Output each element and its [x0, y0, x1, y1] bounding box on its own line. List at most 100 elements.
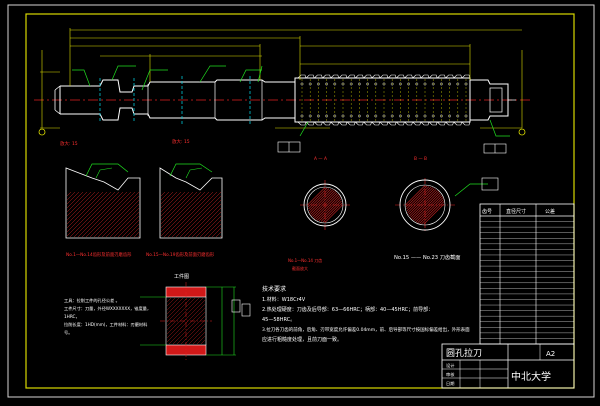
tooth-top	[338, 74, 348, 79]
section-hatch	[407, 187, 434, 214]
drawing-title: 圆孔拉刀	[446, 347, 482, 359]
section-hatch	[409, 189, 437, 217]
dimension-lines	[40, 28, 522, 129]
hatch-line	[172, 311, 206, 345]
section-hatch	[320, 200, 342, 222]
chip-groove	[349, 82, 353, 86]
chip-groove	[448, 114, 451, 118]
chip-groove	[333, 82, 337, 86]
tooth-bottom	[428, 121, 438, 126]
hatch-line	[66, 191, 96, 221]
tooth-top	[346, 74, 356, 79]
chip-groove	[374, 82, 378, 86]
tooth-top	[314, 74, 323, 79]
section-hatch	[423, 203, 445, 225]
teeth-group	[297, 74, 471, 126]
tooth-top	[453, 74, 463, 79]
tooth-bottom	[363, 121, 372, 126]
hatch-line	[66, 191, 112, 237]
hatch-line	[97, 195, 140, 238]
title-row-label: 审核	[446, 371, 455, 378]
tooth-bottom	[461, 121, 471, 126]
tooth-bottom	[453, 121, 463, 126]
tooth-top	[445, 74, 454, 79]
chip-groove	[415, 82, 419, 86]
hatch-line	[73, 191, 120, 238]
hatch-line	[66, 191, 84, 209]
chip-groove	[374, 114, 378, 118]
table-header-tol: 公差	[545, 208, 555, 215]
chip-groove	[366, 114, 369, 118]
tooth-bottom	[338, 121, 348, 126]
chip-groove	[325, 82, 328, 86]
sheet-size: A2	[546, 350, 555, 358]
hatch-line	[113, 211, 140, 238]
section-note-2: No.15 —— No.23 刀齿截面	[394, 253, 461, 261]
tech-title: 技术要求	[262, 285, 286, 293]
tooth-top	[396, 74, 405, 79]
hatch-line	[101, 199, 140, 238]
hatch-line	[166, 297, 184, 315]
section-b-b: B — B No.15 —— No.23 刀齿截面	[394, 156, 499, 261]
hatch-line	[117, 215, 140, 238]
hatch-line	[215, 231, 222, 238]
scale-label: 放大: 15	[60, 140, 78, 147]
chip-groove	[382, 114, 386, 118]
section-hatch	[411, 191, 440, 220]
workpiece-label: 工件图	[174, 273, 189, 280]
hatch-line	[109, 207, 140, 238]
hatch-line	[160, 191, 170, 201]
chip-groove	[357, 82, 361, 86]
section-hatch	[316, 196, 341, 221]
tooth-bottom	[437, 121, 446, 126]
inner-border	[25, 13, 575, 389]
leader-lines	[72, 65, 510, 137]
tooth-top	[461, 74, 471, 79]
section-note-1: No.1—No.14 刀齿	[288, 257, 322, 263]
section-b-label: B — B	[414, 156, 427, 162]
chip-groove	[456, 114, 460, 118]
tooth-detail-right: No.15—No.19齿形及前面刃磨齿形	[146, 163, 223, 258]
tooth-top	[363, 74, 372, 79]
tech-line: 1.材料：W18Cr4V	[262, 296, 306, 303]
broach-main-view: 放大: 15 放大: 15	[34, 28, 530, 154]
section-hatch	[318, 198, 342, 222]
chip-groove	[316, 82, 320, 86]
tooth-top	[428, 74, 438, 79]
detail-label-2: No.15—No.19齿形及前面刃磨齿形	[146, 251, 215, 258]
chip-groove	[439, 82, 443, 86]
tooth-bottom	[396, 121, 405, 126]
tooth-bottom	[387, 121, 397, 126]
hatch-line	[160, 191, 194, 225]
section-hatch	[417, 197, 444, 224]
hatch-line	[66, 191, 80, 205]
section-hatch	[412, 192, 441, 221]
hatch-line	[133, 231, 140, 238]
chip-groove	[431, 82, 435, 86]
hatch-line	[66, 191, 108, 233]
hatch-line	[192, 331, 206, 345]
hatch-line	[160, 191, 206, 237]
req-line: 1HRC，	[64, 314, 80, 320]
hatch-line	[183, 199, 222, 238]
tooth-top	[412, 74, 422, 79]
hatch-line	[195, 211, 222, 238]
hatch-line	[166, 297, 176, 307]
section-hatch	[311, 191, 337, 217]
hatch-line	[66, 191, 92, 217]
section-hatch	[308, 188, 330, 210]
hatch-line	[166, 297, 192, 323]
hatch-line	[211, 227, 222, 238]
hatch-line	[89, 191, 136, 238]
chip-groove	[341, 114, 345, 118]
outer-border	[7, 4, 595, 398]
technical-requirements: 技术要求 1.材料：W18Cr4V 2.热处理硬度：刀齿及后导部：63—66HR…	[262, 285, 470, 343]
section-hatch	[313, 193, 339, 219]
section-hatch	[310, 190, 335, 215]
chip-groove	[390, 82, 394, 86]
tooth-bottom	[420, 121, 430, 126]
tech-line: 3.拉刀各刀齿的前角，后角、刃带宽度允许偏差0.04mm，前、后导部等尺寸按国标…	[262, 326, 470, 333]
tooth-bottom	[314, 121, 323, 126]
tooth-bottom	[371, 121, 381, 126]
